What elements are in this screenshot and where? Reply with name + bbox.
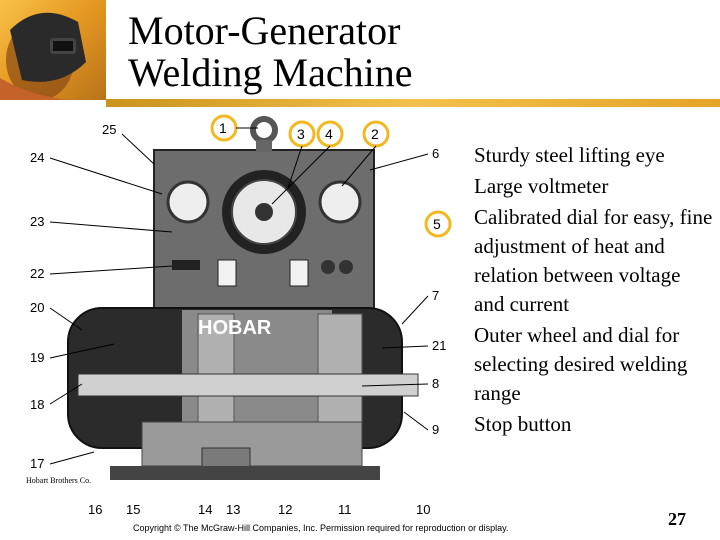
callout-24: 24 [30, 150, 44, 165]
callout-9: 9 [432, 422, 439, 437]
callout-18: 18 [30, 397, 44, 412]
callout-22: 22 [30, 266, 44, 281]
callout-5: 5 [433, 216, 441, 232]
callout-10: 10 [416, 502, 430, 517]
voltmeter [318, 180, 362, 224]
callout-19: 19 [30, 350, 44, 365]
callout-21: 21 [432, 338, 446, 353]
right-callouts: 6 7 21 8 9 [432, 146, 446, 437]
bullet-item: Large voltmeter [474, 174, 609, 198]
welding-machine-diagram: HOBAR 1 3 4 2 5 25 24 23 22 20 19 18 17 … [30, 114, 452, 517]
bullet-item: Outer wheel and dial for selecting desir… [474, 323, 688, 405]
bullet-item: Calibrated dial for easy, fine adjustmen… [474, 205, 713, 316]
welder-helmet-icon [0, 12, 86, 100]
callout-3: 3 [297, 126, 305, 142]
left-callouts: 25 24 23 22 20 19 18 17 [30, 122, 116, 471]
callout-13: 13 [226, 502, 240, 517]
bullet-item: Sturdy steel lifting eye [474, 143, 665, 167]
left-meter [166, 180, 210, 224]
callout-25: 25 [102, 122, 116, 137]
callout-1: 1 [219, 120, 227, 136]
callout-20: 20 [30, 300, 44, 315]
copyright-notice: Copyright © The McGraw-Hill Companies, I… [133, 523, 509, 533]
welder-logo [0, 0, 106, 100]
lifting-eye [250, 116, 278, 144]
callout-15: 15 [126, 502, 140, 517]
callout-14: 14 [198, 502, 212, 517]
callout-23: 23 [30, 214, 44, 229]
bullet-item: Stop button [474, 412, 572, 436]
callout-17: 17 [30, 456, 44, 471]
image-credit: Hobart Brothers Co. [26, 476, 92, 485]
callout-12: 12 [278, 502, 292, 517]
callout-16: 16 [88, 502, 102, 517]
callout-2: 2 [371, 126, 379, 142]
callout-8: 8 [432, 376, 439, 391]
callout-6: 6 [432, 146, 439, 161]
page-number: 27 [668, 509, 686, 529]
bottom-callouts: 16 15 14 13 12 11 10 [88, 502, 430, 517]
callout-7: 7 [432, 288, 439, 303]
motor-shaft [77, 373, 419, 397]
bullet-list: Sturdy steel lifting eye Large voltmeter… [474, 141, 714, 441]
brand-text: HOBAR [198, 317, 272, 339]
title-underline-bar [106, 99, 720, 107]
callout-4: 4 [325, 126, 333, 142]
leader-lines [49, 127, 429, 465]
callout-11: 11 [338, 502, 352, 517]
slide-title: Motor-Generator Welding Machine [128, 8, 413, 95]
